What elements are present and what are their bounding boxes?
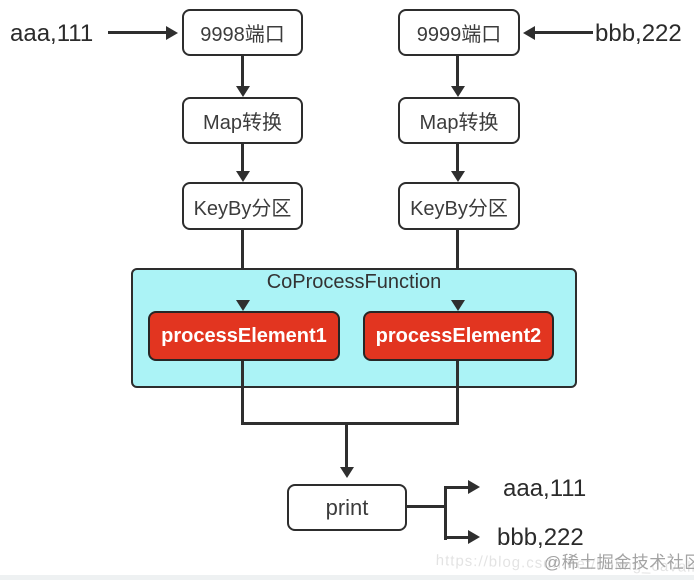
left-arrowhead-icon <box>523 26 535 40</box>
connector-out-bottom <box>444 536 468 539</box>
down-arrowhead-icon <box>236 86 250 97</box>
connector-out-split <box>444 486 447 540</box>
bottom-edge-strip <box>0 575 694 580</box>
connector-right-map-keyby <box>456 144 459 172</box>
down-arrowhead-icon <box>451 300 465 311</box>
connector-merge-horizontal <box>241 422 459 425</box>
connector-left-keyby-process <box>241 230 244 301</box>
node-print: print <box>287 484 407 531</box>
coprocess-title: CoProcessFunction <box>266 271 442 293</box>
right-arrowhead-icon <box>166 26 178 40</box>
down-arrowhead-icon <box>340 467 354 478</box>
output-label-1: aaa,111 <box>503 475 587 502</box>
connector-left-port-map <box>241 56 244 87</box>
down-arrowhead-icon <box>451 86 465 97</box>
right-arrowhead-icon <box>468 530 480 544</box>
down-arrowhead-icon <box>451 171 465 182</box>
connector-out-top <box>444 486 468 489</box>
down-arrowhead-icon <box>236 171 250 182</box>
node-port-9999: 9999端口 <box>398 9 520 56</box>
node-process-element2: processElement2 <box>363 311 554 361</box>
down-arrowhead-icon <box>236 300 250 311</box>
community-watermark: @稀土掘金技术社区 <box>544 553 694 572</box>
node-process-element1: processElement1 <box>148 311 340 361</box>
connector-right-keyby-process <box>456 230 459 301</box>
left-source-connector-line <box>108 31 166 34</box>
connector-element2-merge <box>456 361 459 424</box>
output-label-2: bbb,222 <box>497 524 584 551</box>
left-source-label: aaa,111 <box>10 20 94 47</box>
node-map-left: Map转换 <box>182 97 303 144</box>
connector-element1-merge <box>241 361 244 424</box>
connector-merge-print <box>345 424 348 468</box>
node-map-right: Map转换 <box>398 97 520 144</box>
right-source-label: bbb,222 <box>595 20 682 47</box>
node-port-9998: 9998端口 <box>182 9 303 56</box>
connector-print-out <box>407 505 446 508</box>
connector-right-port-map <box>456 56 459 87</box>
connector-left-map-keyby <box>241 144 244 172</box>
right-arrowhead-icon <box>468 480 480 494</box>
node-keyby-right: KeyBy分区 <box>398 182 520 230</box>
right-source-connector-line <box>535 31 593 34</box>
node-keyby-left: KeyBy分区 <box>182 182 303 230</box>
